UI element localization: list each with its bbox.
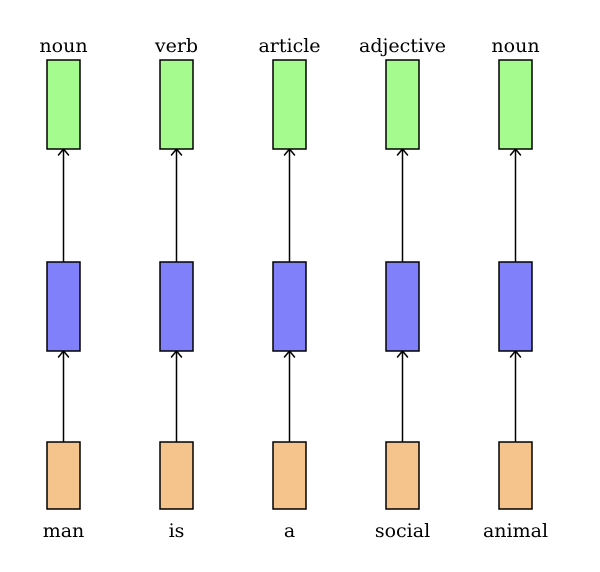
hidden-state-box-2 — [272, 261, 307, 352]
word-label-3: social — [375, 520, 430, 542]
input-word-box-4 — [498, 441, 533, 510]
output-tag-box-3 — [385, 59, 420, 150]
tag-label-0: noun — [39, 35, 87, 57]
input-word-box-0 — [46, 441, 81, 510]
column-3: adjective social — [359, 35, 446, 542]
input-word-box-1 — [159, 441, 194, 510]
hidden-state-box-1 — [159, 261, 194, 352]
output-tag-box-1 — [159, 59, 194, 150]
hidden-state-box-3 — [385, 261, 420, 352]
output-tag-box-4 — [498, 59, 533, 150]
input-word-box-3 — [385, 441, 420, 510]
column-2: article a — [258, 35, 320, 542]
word-label-4: animal — [483, 520, 548, 542]
tag-label-4: noun — [491, 35, 539, 57]
tag-label-1: verb — [154, 35, 198, 57]
output-tag-box-2 — [272, 59, 307, 150]
output-tag-box-0 — [46, 59, 81, 150]
hidden-state-box-0 — [46, 261, 81, 352]
word-label-2: a — [284, 520, 295, 542]
tag-label-3: adjective — [359, 35, 446, 57]
hidden-state-box-4 — [498, 261, 533, 352]
word-label-0: man — [43, 520, 85, 542]
column-1: verb is — [154, 35, 198, 542]
input-word-box-2 — [272, 441, 307, 510]
tag-label-2: article — [258, 35, 320, 57]
column-0: noun man — [39, 35, 87, 542]
column-4: noun animal — [483, 35, 548, 542]
word-label-1: is — [169, 520, 185, 542]
columns-layer: noun man verb is article a adjective social noun… — [39, 35, 548, 542]
